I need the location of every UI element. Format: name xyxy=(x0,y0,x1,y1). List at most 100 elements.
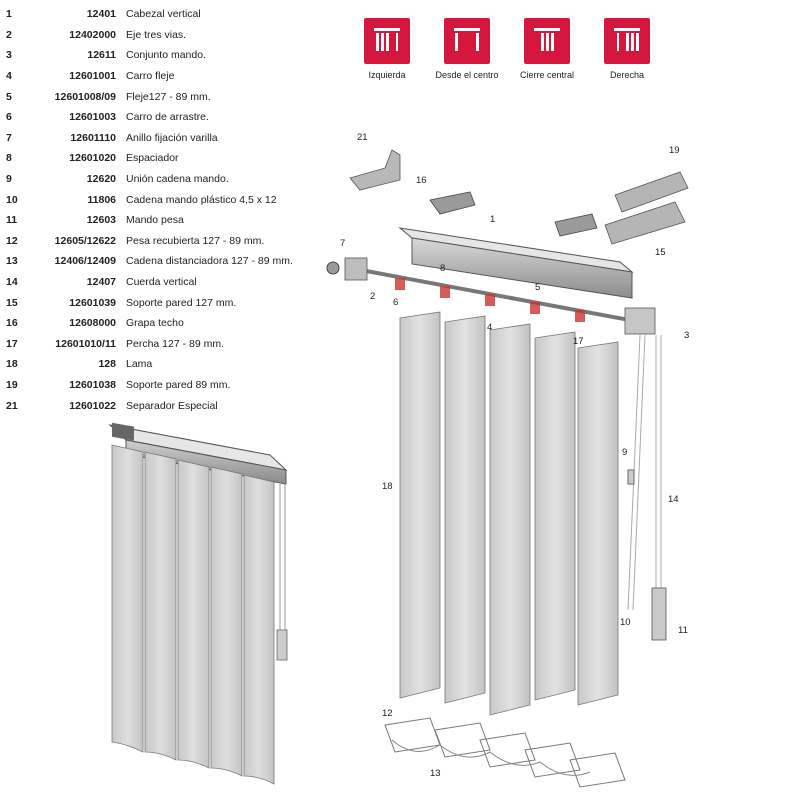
part-code: 12406/12409 xyxy=(54,255,116,268)
part-num: 18 xyxy=(6,358,18,371)
mode-label: Izquierda xyxy=(368,70,406,80)
part-num: 4 xyxy=(6,70,12,83)
mode-label: Desde el centro xyxy=(435,70,499,80)
part-code: 12601022 xyxy=(69,399,116,412)
part-desc: Cadena distanciadora 127 - 89 mm. xyxy=(126,255,293,268)
part-desc: Anillo fijación varilla xyxy=(126,131,218,144)
part-num: 12 xyxy=(6,234,18,247)
parts-row: 13 12406/12409 Cadena distanciadora 127 - … xyxy=(6,251,306,272)
carriers xyxy=(395,278,585,322)
blind-center-open-icon xyxy=(444,18,490,64)
callout-4: 4 xyxy=(487,322,492,333)
parts-row: 4 12601001 Carro fleje xyxy=(6,66,306,87)
left-slats xyxy=(111,444,275,785)
part-code: 12608000 xyxy=(69,317,116,330)
parts-row: 15 12601039 Soporte pared 127 mm. xyxy=(6,292,306,313)
bottom-weights-12 xyxy=(384,717,626,788)
part-num: 5 xyxy=(6,90,12,103)
mode-derecha: Derecha xyxy=(587,18,667,80)
vertical-cord-14 xyxy=(651,335,667,641)
part-num: 2 xyxy=(6,28,12,41)
part-desc: Cabezal vertical xyxy=(126,8,201,21)
parts-row: 1 12401 Cabezal vertical xyxy=(6,4,306,25)
callouts: 21 16 1 19 15 7 8 5 2 6 4 3 17 9 18 14 1… xyxy=(340,132,689,779)
callout-19: 19 xyxy=(669,145,680,156)
callout-14: 14 xyxy=(668,494,679,505)
callout-17: 17 xyxy=(573,336,584,347)
callout-13: 13 xyxy=(430,768,441,779)
part-desc: Percha 127 - 89 mm. xyxy=(126,337,225,350)
part-num: 3 xyxy=(6,49,12,62)
part-num: 17 xyxy=(6,337,18,350)
ceiling-clip-center xyxy=(554,213,598,237)
callout-9: 9 xyxy=(622,447,627,458)
part-num: 10 xyxy=(6,193,18,206)
callout-11: 11 xyxy=(678,625,688,636)
callout-6: 6 xyxy=(393,297,398,308)
part-code: 12601001 xyxy=(69,70,116,83)
part-code: 12601110 xyxy=(70,131,116,144)
part-desc: Grapa techo xyxy=(126,317,184,330)
callout-5: 5 xyxy=(535,282,540,293)
blind-left-icon xyxy=(364,18,410,64)
callout-18: 18 xyxy=(382,481,393,492)
parts-row: 12 12605/12622 Pesa recubierta 127 - 89 mm… xyxy=(6,231,306,252)
mode-label: Derecha xyxy=(609,70,645,80)
parts-row: 14 12407 Cuerda vertical xyxy=(6,272,306,293)
part-code: 12401 xyxy=(86,8,116,21)
headrail-1 xyxy=(398,227,634,299)
mode-izquierda: Izquierda xyxy=(347,18,427,80)
part-desc: Espaciador xyxy=(126,152,179,165)
part-desc: Soporte pared 127 mm. xyxy=(126,296,237,309)
part-code: 128 xyxy=(98,358,116,371)
part-code: 12605/12622 xyxy=(54,234,116,247)
part-desc: Unión cadena mando. xyxy=(126,173,229,186)
spacer-chain-13 xyxy=(391,739,591,776)
part-num: 6 xyxy=(6,111,12,124)
wall-bracket-15 xyxy=(604,201,686,245)
parts-row: 8 12601020 Espaciador xyxy=(6,148,306,169)
left-chain xyxy=(276,480,288,661)
blind-center-close-icon xyxy=(524,18,570,64)
part-code: 11806 xyxy=(87,193,116,206)
mode-label: Cierre central xyxy=(519,70,575,80)
bracket-21 xyxy=(349,149,401,191)
wall-bracket-19 xyxy=(614,171,689,213)
part-num: 7 xyxy=(6,131,12,144)
part-code: 12620 xyxy=(86,173,116,186)
part-num: 1 xyxy=(6,8,12,21)
callout-1: 1 xyxy=(490,214,495,225)
parts-row: 7 12601110 Anillo fijación varilla xyxy=(6,128,306,149)
ceiling-clip-16 xyxy=(429,191,476,215)
part-desc: Pesa recubierta 127 - 89 mm. xyxy=(126,234,265,247)
part-code: 12601003 xyxy=(69,111,116,124)
part-num: 15 xyxy=(6,296,18,309)
part-num: 8 xyxy=(6,152,12,165)
part-code: 12601020 xyxy=(69,152,116,165)
part-code: 12603 xyxy=(86,214,116,227)
callout-2: 2 xyxy=(370,291,375,302)
parts-row: 2 12402000 Eje tres vias. xyxy=(6,25,306,46)
part-num: 13 xyxy=(6,255,18,268)
part-num: 14 xyxy=(6,276,18,289)
part-desc: Carro fleje xyxy=(126,70,175,83)
callout-16: 16 xyxy=(416,175,427,186)
part-desc: Eje tres vias. xyxy=(126,28,187,41)
part-desc: Mando pesa xyxy=(126,214,184,227)
callout-21: 21 xyxy=(357,132,368,143)
part-code: 12407 xyxy=(86,276,116,289)
callout-3: 3 xyxy=(684,330,689,341)
part-code: 12601039 xyxy=(69,296,116,309)
part-code: 12402000 xyxy=(69,28,116,41)
part-desc: Cuerda vertical xyxy=(126,276,197,289)
part-num: 16 xyxy=(6,317,18,330)
parts-table: 1 12401 Cabezal vertical 2 12402000 Eje tres … xyxy=(6,4,306,416)
